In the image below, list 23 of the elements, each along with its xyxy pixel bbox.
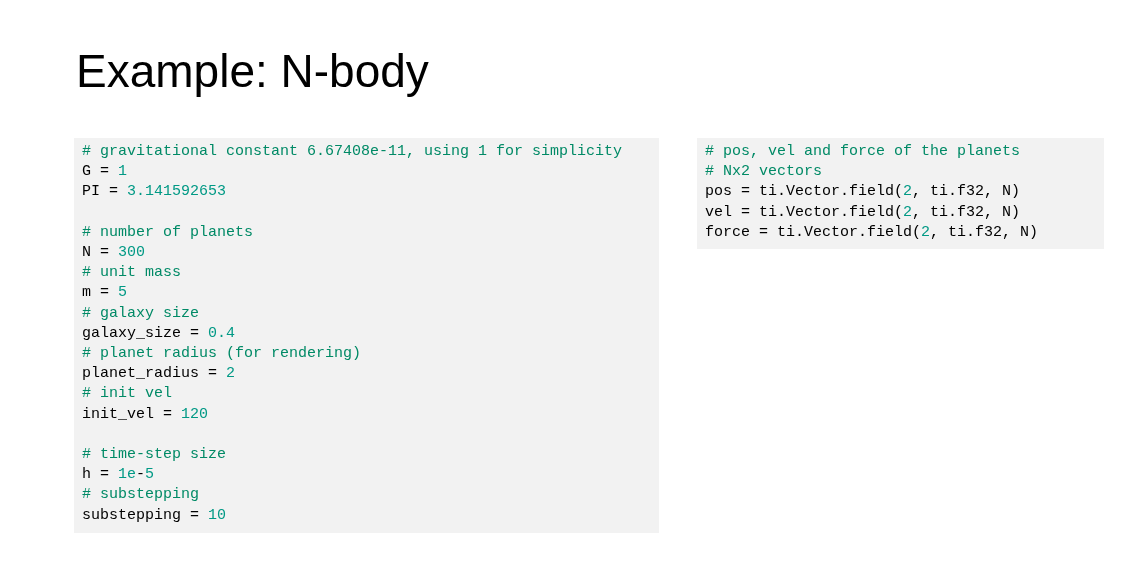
code-line: m = 5	[82, 283, 128, 304]
code-line: # gravitational constant 6.67408e-11, using 1 for simplicity	[82, 142, 623, 162]
code-line: pos = ti.Vector.field(2, ti.f32, N)	[705, 182, 1021, 203]
code-line: force = ti.Vector.field(2, ti.f32, N)	[705, 222, 1039, 243]
code-line: # planet radius (for rendering)	[82, 344, 362, 364]
code-line: # init vel	[82, 384, 172, 405]
code-line: PI = 3.141592653	[82, 182, 227, 203]
code-line: h = 1e-5	[82, 465, 155, 486]
code-line: # pos, vel and force of the planets	[705, 142, 1021, 162]
code-line: init_vel = 120	[82, 404, 209, 425]
code-line: # unit mass	[82, 263, 182, 284]
code-line: N = 300	[82, 243, 146, 263]
code-line: planet_radius = 2	[82, 364, 236, 385]
code-line: vel = ti.Vector.field(2, ti.f32, N)	[705, 202, 1021, 223]
code-line: substepping = 10	[82, 505, 227, 526]
code-line: # substepping	[82, 485, 200, 506]
code-line: # galaxy size	[82, 303, 200, 324]
code-line: # time-step size	[82, 445, 227, 465]
code-line: galaxy_size = 0.4	[82, 323, 236, 344]
code-line: # Nx2 vectors	[705, 162, 823, 183]
code-line: # number of planets	[82, 222, 254, 243]
slide-title: Example: N-body	[76, 44, 429, 98]
code-line: G = 1	[82, 162, 128, 183]
